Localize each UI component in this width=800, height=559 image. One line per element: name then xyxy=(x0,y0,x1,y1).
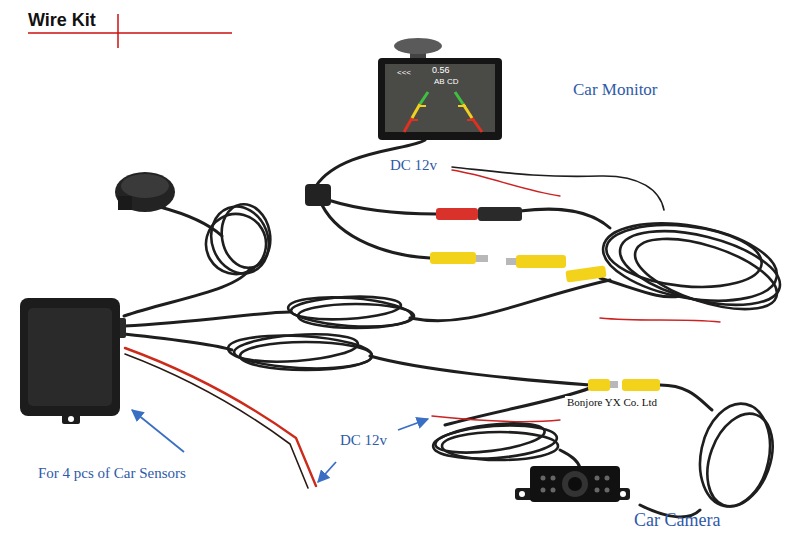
part-label: Car Camera xyxy=(634,510,720,531)
watermark: Bonjore YX Co. Ltd xyxy=(565,396,659,409)
part-label: Car Monitor xyxy=(573,80,658,100)
car-monitor xyxy=(378,38,502,140)
screen-text: <<< xyxy=(397,68,411,77)
power-lead xyxy=(125,167,720,488)
power-label: DC 12v xyxy=(340,432,387,449)
buzzer xyxy=(115,172,175,212)
cable-coil xyxy=(195,198,787,515)
title-text: Wire Kit xyxy=(28,10,96,31)
rca-plug xyxy=(110,184,660,391)
callout-note: For 4 pcs of Car Sensors xyxy=(38,465,186,482)
cable xyxy=(124,140,712,517)
screen-text: AB CD xyxy=(434,77,458,86)
screen-text: 0.56 xyxy=(432,65,450,75)
car-camera xyxy=(515,466,630,502)
control-box xyxy=(20,298,120,424)
power-label: DC 12v xyxy=(390,157,437,174)
